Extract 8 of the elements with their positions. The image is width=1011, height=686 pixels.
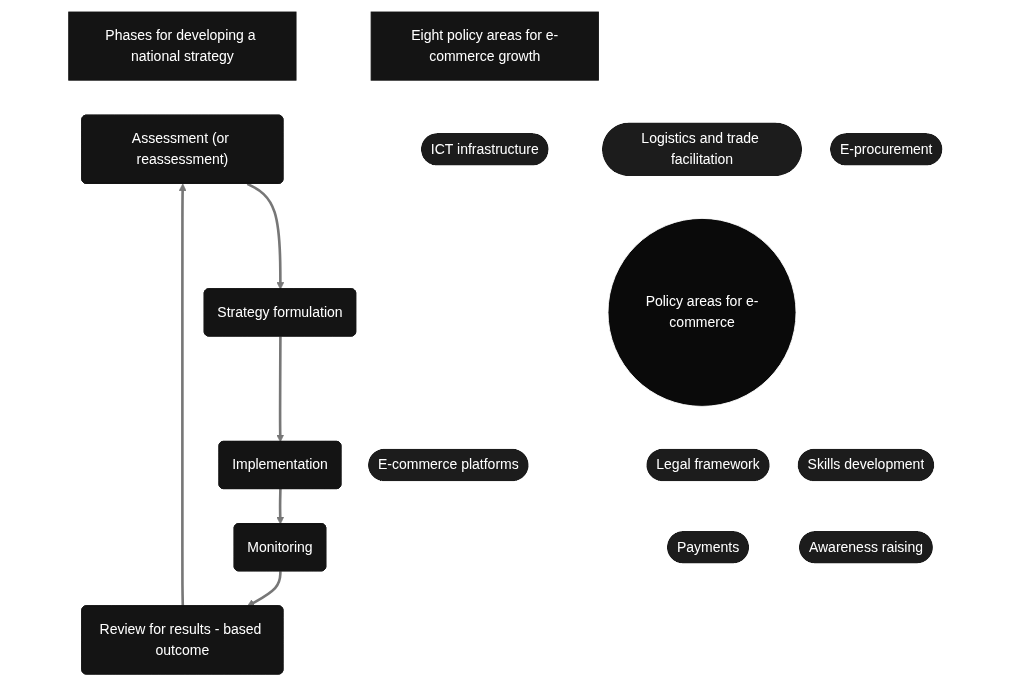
arrow — [246, 571, 282, 607]
arrow — [275, 489, 284, 525]
node-box: Eight policy areas for e-commerce growth — [370, 11, 599, 81]
node-box: Phases for developing a national strategy — [67, 11, 296, 81]
arrow — [275, 336, 284, 443]
arrow — [178, 183, 186, 607]
node-circle: Policy areas for e-commerce — [607, 217, 796, 407]
arrow — [246, 182, 284, 290]
